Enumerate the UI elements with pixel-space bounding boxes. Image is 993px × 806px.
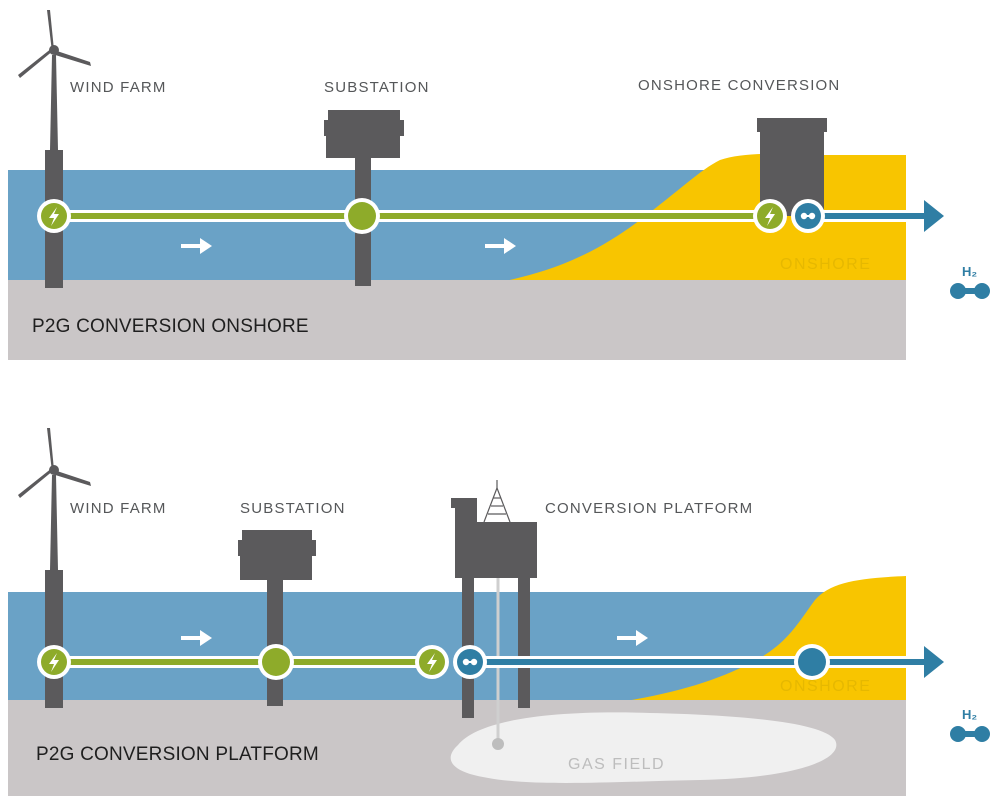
lightning-bolt-icon (37, 199, 71, 233)
wind-farm-label: WIND FARM (70, 500, 167, 517)
h2-label: H₂ (962, 707, 978, 722)
substation-node-icon (344, 198, 380, 234)
platform-diagram-graphic (8, 428, 990, 796)
conversion-platform-icon (451, 498, 537, 718)
onshore-label: ONSHORE (780, 256, 872, 273)
wind-turbine-icon (18, 10, 91, 288)
substation-label: SUBSTATION (324, 79, 430, 96)
molecule-icon (453, 645, 487, 679)
seabed (8, 280, 906, 360)
derrick-icon (483, 480, 511, 523)
gas-field (450, 712, 837, 783)
onshore-conversion-label: ONSHORE CONVERSION (638, 77, 841, 94)
arrow-right-icon (181, 630, 212, 646)
lightning-bolt-icon (37, 645, 71, 679)
panel-title: P2G CONVERSION PLATFORM (36, 744, 319, 765)
hydrogen-molecule-icon (950, 726, 990, 742)
onshore-diagram-graphic (8, 10, 990, 360)
onshore-label: ONSHORE (780, 678, 872, 695)
wind-farm-label: WIND FARM (70, 79, 167, 96)
conversion-platform-label: CONVERSION PLATFORM (545, 500, 754, 517)
lightning-bolt-icon (415, 645, 449, 679)
gas-field-label: GAS FIELD (568, 756, 666, 773)
panel-title: P2G CONVERSION ONSHORE (32, 316, 309, 337)
substation-node-icon (258, 644, 294, 680)
hydrogen-molecule-icon (950, 283, 990, 299)
substation-icon (324, 110, 404, 286)
hydrogen-node-icon (794, 644, 830, 680)
h2-label: H₂ (962, 264, 978, 279)
onshore-land (620, 576, 906, 702)
panel-onshore-conversion: WIND FARM SUBSTATION ONSHORE CONVERSION … (0, 0, 993, 380)
hydrogen-arrowhead (924, 200, 944, 232)
arrow-right-icon (485, 238, 516, 254)
molecule-icon (791, 199, 825, 233)
panel-platform-conversion: WIND FARM SUBSTATION CONVERSION PLATFORM… (0, 410, 993, 806)
substation-label: SUBSTATION (240, 500, 346, 517)
arrow-right-icon (181, 238, 212, 254)
lightning-bolt-icon (753, 199, 787, 233)
hydrogen-arrowhead (924, 646, 944, 678)
arrow-right-icon (617, 630, 648, 646)
